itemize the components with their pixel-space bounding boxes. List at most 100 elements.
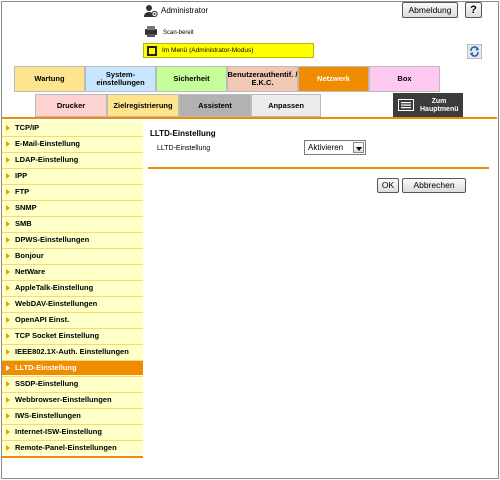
arrow-icon <box>6 221 10 227</box>
sidebar-item-smb[interactable]: SMB <box>2 217 143 231</box>
sidebar-item-ipp[interactable]: IPP <box>2 169 143 183</box>
sidebar-item-netware[interactable]: NetWare <box>2 265 143 279</box>
sidebar-item-label: WebDAV-Einstellungen <box>15 299 98 308</box>
ok-button[interactable]: OK <box>377 178 399 193</box>
scan-status: Scan-bereit <box>163 30 194 36</box>
sidebar-item-label: TCP Socket Einstellung <box>15 331 100 340</box>
divider <box>2 392 143 393</box>
divider <box>2 280 143 281</box>
tab-netzwerk[interactable]: Netzwerk <box>298 66 369 92</box>
subtab-assistent[interactable]: Assistent <box>179 94 251 117</box>
arrow-icon <box>6 333 10 339</box>
sidebar-item-label: Internet-ISW-Einstellung <box>15 427 102 436</box>
page-title: LLTD-Einstellung <box>150 129 216 138</box>
sidebar-item-tcpip[interactable]: TCP/IP <box>2 121 143 135</box>
arrow-icon <box>6 285 10 291</box>
cancel-button[interactable]: Abbrechen <box>402 178 466 193</box>
sidebar-item-ldap[interactable]: LDAP-Einstellung <box>2 153 143 167</box>
sidebar-item-remote-panel[interactable]: Remote-Panel-Einstellungen <box>2 441 143 455</box>
arrow-icon <box>6 349 10 355</box>
mode-status-text: Im Menü (Administrator-Modus) <box>162 47 254 54</box>
sidebar-item-internet-isw[interactable]: Internet-ISW-Einstellung <box>2 425 143 439</box>
sidebar-item-ieee8021x[interactable]: IEEE802.1X-Auth. Einstellungen <box>2 345 143 359</box>
divider <box>2 216 143 217</box>
divider <box>2 168 143 169</box>
sidebar-item-dpws[interactable]: DPWS-Einstellungen <box>2 233 143 247</box>
divider <box>2 184 143 185</box>
arrow-icon <box>6 301 10 307</box>
sidebar-item-label: SSDP-Einstellung <box>15 379 79 388</box>
arrow-icon <box>6 173 10 179</box>
arrow-icon <box>6 429 10 435</box>
sidebar-item-label: Remote-Panel-Einstellungen <box>15 443 117 452</box>
tab-label: Box <box>397 74 412 83</box>
sidebar-item-label: SMB <box>15 219 32 228</box>
divider <box>2 296 143 297</box>
tab-label: Wartung <box>34 74 65 83</box>
divider <box>148 167 489 169</box>
divider <box>2 376 143 377</box>
divider <box>2 264 143 265</box>
sidebar-item-label: NetWare <box>15 267 46 276</box>
divider <box>2 456 143 458</box>
sidebar-item-label: LDAP-Einstellung <box>15 155 79 164</box>
divider <box>2 440 143 441</box>
subtab-drucker[interactable]: Drucker <box>35 94 107 117</box>
arrow-icon <box>6 445 10 451</box>
divider <box>2 248 143 249</box>
administrator-icon <box>144 5 158 18</box>
sidebar-item-label: Bonjour <box>15 251 44 260</box>
main-menu-button[interactable]: Zum Hauptmenü <box>393 93 463 118</box>
sidebar-item-label: Webbrowser-Einstellungen <box>15 395 112 404</box>
sidebar-item-openapi[interactable]: OpenAPI Einst. <box>2 313 143 327</box>
tab-label: Netzwerk <box>317 74 350 83</box>
arrow-icon <box>6 125 10 131</box>
logout-button[interactable]: Abmeldung <box>402 2 458 18</box>
user-label: Administrator <box>161 6 209 15</box>
sidebar-item-label: AppleTalk-Einstellung <box>15 283 94 292</box>
tab-label: Sicherheit <box>173 74 210 83</box>
sidebar-item-iws[interactable]: IWS-Einstellungen <box>2 409 143 423</box>
sidebar-item-label: IWS-Einstellungen <box>15 411 81 420</box>
sidebar-item-label: TCP/IP <box>15 123 40 132</box>
sidebar-item-tcp-socket[interactable]: TCP Socket Einstellung <box>2 329 143 343</box>
sidebar-item-label: OpenAPI Einst. <box>15 315 70 324</box>
refresh-icon[interactable] <box>467 44 482 59</box>
sidebar-item-email[interactable]: E-Mail-Einstellung <box>2 137 143 151</box>
tab-benutzerauthentifizierung[interactable]: Benutzerauthentif. / E.K.C. <box>227 66 298 92</box>
sidebar-item-label: E-Mail-Einstellung <box>15 139 81 148</box>
sidebar-item-label: FTP <box>15 187 30 196</box>
lltd-setting-select[interactable]: Aktivieren <box>304 140 366 155</box>
arrow-icon <box>6 365 10 371</box>
lltd-setting-label: LLTD-Einstellung <box>157 145 211 152</box>
sidebar-item-ftp[interactable]: FTP <box>2 185 143 199</box>
divider <box>2 424 143 425</box>
tab-sicherheit[interactable]: Sicherheit <box>156 66 227 92</box>
divider <box>2 232 143 233</box>
help-button[interactable]: ? <box>465 2 482 18</box>
sidebar-item-appletalk[interactable]: AppleTalk-Einstellung <box>2 281 143 295</box>
divider <box>2 328 143 329</box>
divider <box>2 200 143 201</box>
tab-wartung[interactable]: Wartung <box>14 66 85 92</box>
printer-icon <box>145 26 157 37</box>
divider <box>2 344 143 345</box>
sidebar-item-webdav[interactable]: WebDAV-Einstellungen <box>2 297 143 311</box>
chevron-down-icon <box>353 142 364 153</box>
sidebar-item-webbrowser[interactable]: Webbrowser-Einstellungen <box>2 393 143 407</box>
sidebar-item-label: DPWS-Einstellungen <box>15 235 90 244</box>
subtab-label: Zielregistrierung <box>113 101 173 110</box>
arrow-icon <box>6 237 10 243</box>
sidebar-item-lltd[interactable]: LLTD-Einstellung <box>2 361 143 375</box>
divider <box>2 152 143 153</box>
sidebar-item-ssdp[interactable]: SSDP-Einstellung <box>2 377 143 391</box>
subtab-zielregistrierung[interactable]: Zielregistrierung <box>107 94 179 117</box>
tab-system-einstellungen[interactable]: System- einstellungen <box>85 66 156 92</box>
tab-box[interactable]: Box <box>369 66 440 92</box>
arrow-icon <box>6 317 10 323</box>
subtab-label: Assistent <box>198 101 232 110</box>
subtab-anpassen[interactable]: Anpassen <box>251 94 321 117</box>
sidebar-item-bonjour[interactable]: Bonjour <box>2 249 143 263</box>
sidebar-item-snmp[interactable]: SNMP <box>2 201 143 215</box>
